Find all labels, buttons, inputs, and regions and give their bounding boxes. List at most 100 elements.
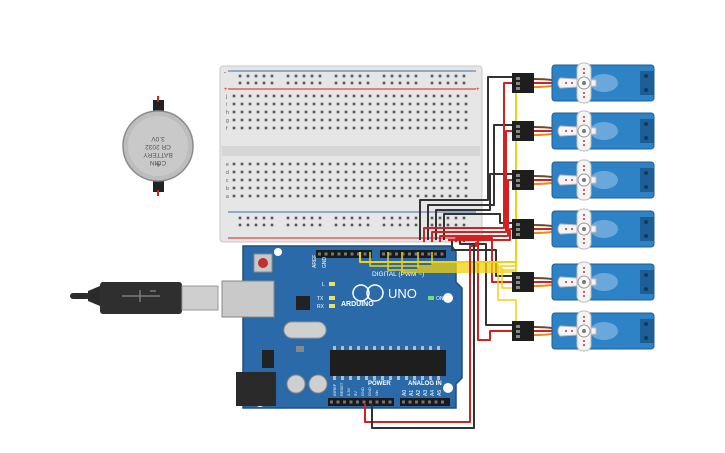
rail-hole[interactable] bbox=[318, 216, 322, 220]
breadboard-hole[interactable] bbox=[384, 102, 388, 106]
breadboard-hole[interactable] bbox=[360, 170, 364, 174]
breadboard-hole[interactable] bbox=[384, 162, 388, 166]
breadboard-hole[interactable] bbox=[304, 94, 308, 98]
breadboard-hole[interactable] bbox=[264, 110, 268, 114]
breadboard-hole[interactable] bbox=[296, 102, 300, 106]
servo-motor[interactable] bbox=[512, 62, 655, 104]
breadboard-hole[interactable] bbox=[304, 178, 308, 182]
breadboard-hole[interactable] bbox=[464, 94, 468, 98]
breadboard-hole[interactable] bbox=[424, 178, 428, 182]
breadboard-hole[interactable] bbox=[240, 170, 244, 174]
breadboard-hole[interactable] bbox=[256, 102, 260, 106]
breadboard-hole[interactable] bbox=[432, 186, 436, 190]
rail-hole[interactable] bbox=[454, 81, 458, 85]
breadboard-hole[interactable] bbox=[328, 94, 332, 98]
breadboard-hole[interactable] bbox=[440, 110, 444, 114]
breadboard-hole[interactable] bbox=[312, 126, 316, 130]
breadboard-hole[interactable] bbox=[352, 110, 356, 114]
rail-hole[interactable] bbox=[302, 74, 306, 78]
breadboard-hole[interactable] bbox=[392, 170, 396, 174]
breadboard-hole[interactable] bbox=[320, 170, 324, 174]
breadboard-hole[interactable] bbox=[256, 126, 260, 130]
breadboard-hole[interactable] bbox=[256, 194, 260, 198]
breadboard-hole[interactable] bbox=[400, 102, 404, 106]
rail-hole[interactable] bbox=[342, 81, 346, 85]
breadboard-hole[interactable] bbox=[432, 102, 436, 106]
breadboard-hole[interactable] bbox=[368, 194, 372, 198]
breadboard-hole[interactable] bbox=[448, 162, 452, 166]
breadboard-hole[interactable] bbox=[344, 194, 348, 198]
breadboard-hole[interactable] bbox=[352, 186, 356, 190]
breadboard-hole[interactable] bbox=[280, 94, 284, 98]
breadboard-hole[interactable] bbox=[336, 178, 340, 182]
breadboard-hole[interactable] bbox=[432, 94, 436, 98]
breadboard-hole[interactable] bbox=[424, 126, 428, 130]
breadboard-hole[interactable] bbox=[360, 178, 364, 182]
breadboard-hole[interactable] bbox=[320, 186, 324, 190]
wire[interactable] bbox=[463, 235, 512, 341]
breadboard-hole[interactable] bbox=[392, 102, 396, 106]
breadboard-hole[interactable] bbox=[360, 110, 364, 114]
wire[interactable] bbox=[401, 235, 517, 273]
rail-hole[interactable] bbox=[294, 81, 298, 85]
breadboard-hole[interactable] bbox=[440, 186, 444, 190]
breadboard-hole[interactable] bbox=[272, 194, 276, 198]
breadboard-hole[interactable] bbox=[352, 178, 356, 182]
rail-hole[interactable] bbox=[302, 216, 306, 220]
breadboard-hole[interactable] bbox=[464, 102, 468, 106]
breadboard-hole[interactable] bbox=[384, 126, 388, 130]
breadboard-hole[interactable] bbox=[376, 126, 380, 130]
breadboard-hole[interactable] bbox=[432, 170, 436, 174]
breadboard-hole[interactable] bbox=[296, 162, 300, 166]
breadboard-hole[interactable] bbox=[304, 170, 308, 174]
breadboard-hole[interactable] bbox=[456, 178, 460, 182]
rail-hole[interactable] bbox=[318, 223, 322, 227]
breadboard-hole[interactable] bbox=[392, 186, 396, 190]
rail-hole[interactable] bbox=[342, 223, 346, 227]
breadboard-hole[interactable] bbox=[448, 110, 452, 114]
rail-hole[interactable] bbox=[446, 223, 450, 227]
rail-hole[interactable] bbox=[262, 74, 266, 78]
breadboard-hole[interactable] bbox=[440, 126, 444, 130]
breadboard-hole[interactable] bbox=[376, 194, 380, 198]
breadboard-hole[interactable] bbox=[336, 118, 340, 122]
breadboard-hole[interactable] bbox=[392, 118, 396, 122]
breadboard-hole[interactable] bbox=[384, 94, 388, 98]
breadboard-hole[interactable] bbox=[408, 110, 412, 114]
rail-hole[interactable] bbox=[438, 74, 442, 78]
breadboard-hole[interactable] bbox=[440, 162, 444, 166]
breadboard-hole[interactable] bbox=[304, 110, 308, 114]
breadboard-hole[interactable] bbox=[440, 194, 444, 198]
breadboard-hole[interactable] bbox=[320, 102, 324, 106]
breadboard-hole[interactable] bbox=[240, 118, 244, 122]
breadboard-hole[interactable] bbox=[432, 110, 436, 114]
rail-hole[interactable] bbox=[262, 216, 266, 220]
breadboard-hole[interactable] bbox=[360, 186, 364, 190]
breadboard-hole[interactable] bbox=[440, 94, 444, 98]
breadboard-hole[interactable] bbox=[416, 118, 420, 122]
breadboard-hole[interactable] bbox=[424, 186, 428, 190]
breadboard-hole[interactable] bbox=[256, 170, 260, 174]
breadboard-hole[interactable] bbox=[272, 178, 276, 182]
rail-hole[interactable] bbox=[414, 74, 418, 78]
rail-hole[interactable] bbox=[382, 223, 386, 227]
breadboard-hole[interactable] bbox=[416, 110, 420, 114]
servo-connector[interactable] bbox=[512, 321, 534, 341]
servo-motor[interactable] bbox=[512, 159, 655, 201]
breadboard-hole[interactable] bbox=[232, 110, 236, 114]
arduino-uno[interactable]: L TX RX ON AREF GND DIGITAL (PWM ~) ARDU… bbox=[221, 245, 463, 409]
rail-hole[interactable] bbox=[430, 74, 434, 78]
breadboard-hole[interactable] bbox=[392, 110, 396, 114]
breadboard-hole[interactable] bbox=[280, 194, 284, 198]
rail-hole[interactable] bbox=[294, 74, 298, 78]
rail-hole[interactable] bbox=[398, 81, 402, 85]
rail-hole[interactable] bbox=[334, 74, 338, 78]
rail-hole[interactable] bbox=[302, 81, 306, 85]
breadboard-hole[interactable] bbox=[424, 170, 428, 174]
breadboard-hole[interactable] bbox=[344, 110, 348, 114]
breadboard-hole[interactable] bbox=[400, 94, 404, 98]
breadboard-hole[interactable] bbox=[320, 118, 324, 122]
breadboard-hole[interactable] bbox=[464, 110, 468, 114]
breadboard-hole[interactable] bbox=[408, 170, 412, 174]
rail-hole[interactable] bbox=[414, 223, 418, 227]
